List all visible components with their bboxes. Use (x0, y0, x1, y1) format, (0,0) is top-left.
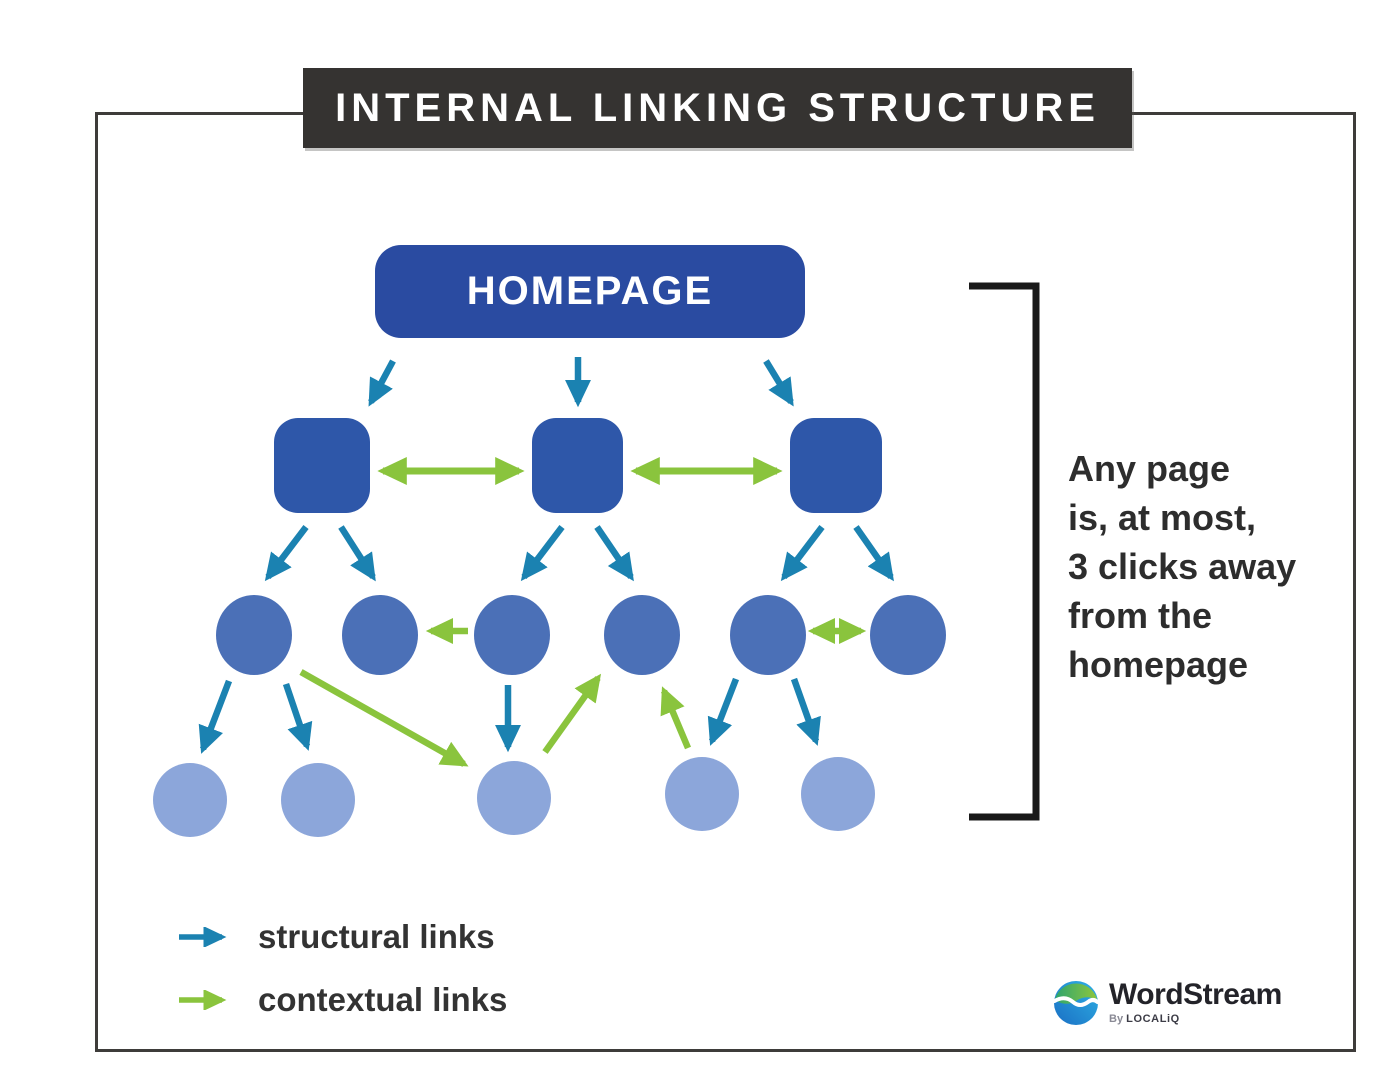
wordstream-logo-icon (1053, 981, 1099, 1025)
contextual-link-arrow (542, 673, 602, 754)
contextual-link-arrow (660, 686, 691, 750)
page-title: INTERNAL LINKING STRUCTURE (335, 85, 1100, 130)
contextual-arrow-icon (179, 990, 227, 1010)
structural-links (198, 357, 894, 754)
legend-structural: structural links (176, 918, 495, 956)
level4-node (153, 763, 227, 837)
logo-name: WordStream (1109, 978, 1282, 1011)
structural-link-arrow (368, 359, 396, 407)
level3-node (474, 595, 550, 675)
level4-node (665, 757, 739, 831)
legend-structural-label: structural links (258, 918, 495, 955)
structural-link-arrow (780, 525, 825, 582)
logo-byline: By LOCALiQ (1109, 1014, 1282, 1025)
structural-link-arrow (707, 677, 740, 746)
wordstream-logo: WordStream By LOCALiQ (1053, 980, 1282, 1026)
annotation-line: homepage (1068, 644, 1249, 685)
contextual-links (299, 457, 867, 767)
legend-contextual-label: contextual links (258, 981, 508, 1018)
structural-link-arrow (264, 525, 309, 582)
annotation-line: Any page (1068, 448, 1231, 489)
level2-node (790, 418, 882, 513)
level4-node (477, 761, 551, 835)
logo-byline-brand: LOCALiQ (1126, 1013, 1180, 1025)
contextual-link-arrow (299, 669, 469, 767)
homepage-node: HOMEPAGE (375, 245, 805, 338)
structural-arrow-icon (179, 927, 227, 947)
legend-contextual: contextual links (176, 981, 507, 1019)
annotation-line: 3 clicks away (1068, 546, 1297, 587)
annotation-line: is, at most, (1068, 497, 1257, 538)
structural-link-arrow (198, 679, 233, 754)
level3-node (604, 595, 680, 675)
level3-node (342, 595, 418, 675)
logo-by: By (1109, 1013, 1124, 1025)
level3-node (216, 595, 292, 675)
title-banner: INTERNAL LINKING STRUCTURE (303, 68, 1132, 148)
level4-node (281, 763, 355, 837)
structural-link-arrow (594, 525, 634, 582)
annotation-line: from the (1068, 595, 1212, 636)
structural-link-arrow (763, 359, 794, 407)
structural-link-arrow (520, 525, 565, 582)
level2-node (532, 418, 623, 513)
level4-node (801, 757, 875, 831)
wordstream-logo-text: WordStream By LOCALiQ (1109, 980, 1282, 1025)
structural-link-arrow (790, 677, 821, 746)
bracket (969, 282, 1040, 821)
structural-link-arrow (338, 525, 376, 582)
structural-link-arrow (853, 525, 894, 582)
annotation-text: Any page is, at most, 3 clicks away from… (1068, 444, 1296, 689)
structural-link-arrow (282, 682, 313, 751)
level2-node (274, 418, 370, 513)
level3-node (870, 595, 946, 675)
level3-node (730, 595, 806, 675)
homepage-label: HOMEPAGE (466, 269, 714, 313)
